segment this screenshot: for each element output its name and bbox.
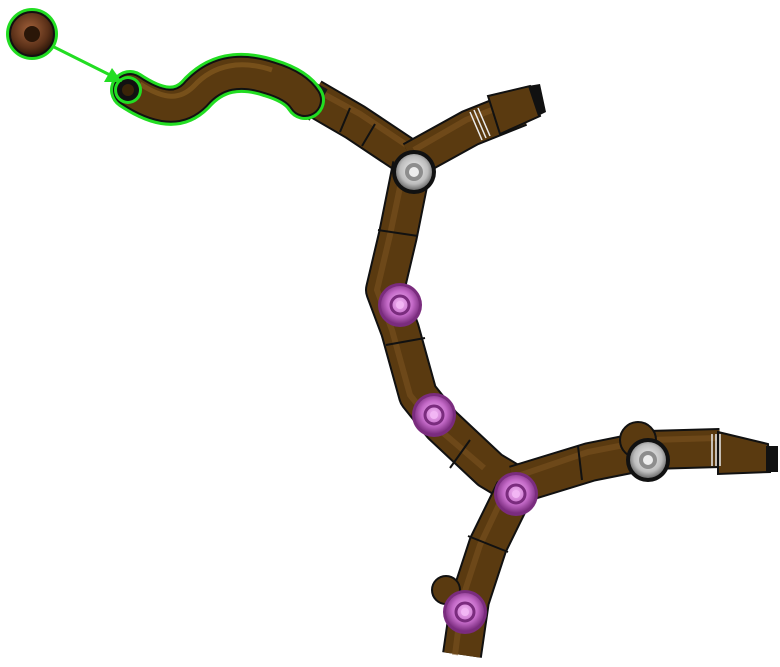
- hose-end-socket: [114, 76, 142, 104]
- selected-bent-hose[interactable]: [110, 52, 325, 126]
- ribbed-collar-top: [469, 107, 491, 141]
- clip-1[interactable]: [378, 283, 422, 327]
- ribbed-collar-right: [711, 434, 721, 466]
- clip-3[interactable]: [494, 472, 538, 516]
- branch-right-hose[interactable]: [402, 84, 546, 177]
- clip-4[interactable]: [443, 590, 487, 634]
- clip-2[interactable]: [412, 393, 456, 437]
- grommet-top[interactable]: [392, 150, 436, 194]
- detached-end-cap[interactable]: [6, 8, 58, 60]
- lower-right-hose[interactable]: [509, 421, 778, 505]
- grommet-right[interactable]: [626, 438, 670, 482]
- explode-arrow: [51, 44, 122, 82]
- hose-group: [292, 79, 778, 658]
